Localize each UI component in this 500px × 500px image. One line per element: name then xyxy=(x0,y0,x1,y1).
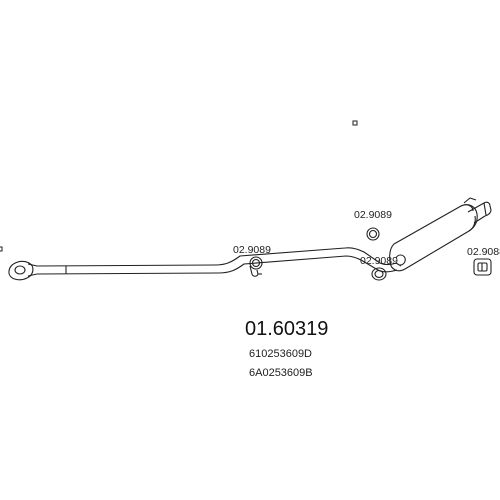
oem-number-1: 610253609D xyxy=(249,348,312,360)
rubber-hanger-lower-right xyxy=(371,267,387,281)
rubber-mount-far-right xyxy=(473,258,492,276)
hanger-label-left: 02.9089 xyxy=(233,244,271,256)
hanger-label-upper-right: 02.9089 xyxy=(354,209,392,221)
reference-marker-left xyxy=(0,246,3,252)
hanger-label-lower-right: 02.9089 xyxy=(360,255,398,267)
rubber-hanger-left xyxy=(249,256,263,270)
main-part-number: 01.60319 xyxy=(245,318,328,340)
reference-marker-top xyxy=(352,120,358,126)
rubber-hanger-upper-right xyxy=(366,227,380,241)
front-flange xyxy=(8,260,38,281)
rear-muffler xyxy=(389,197,492,272)
hanger-label-far-right: 02.9088 xyxy=(467,246,500,258)
exhaust-pipe xyxy=(36,247,398,277)
oem-number-2: 6A0253609B xyxy=(249,367,313,379)
